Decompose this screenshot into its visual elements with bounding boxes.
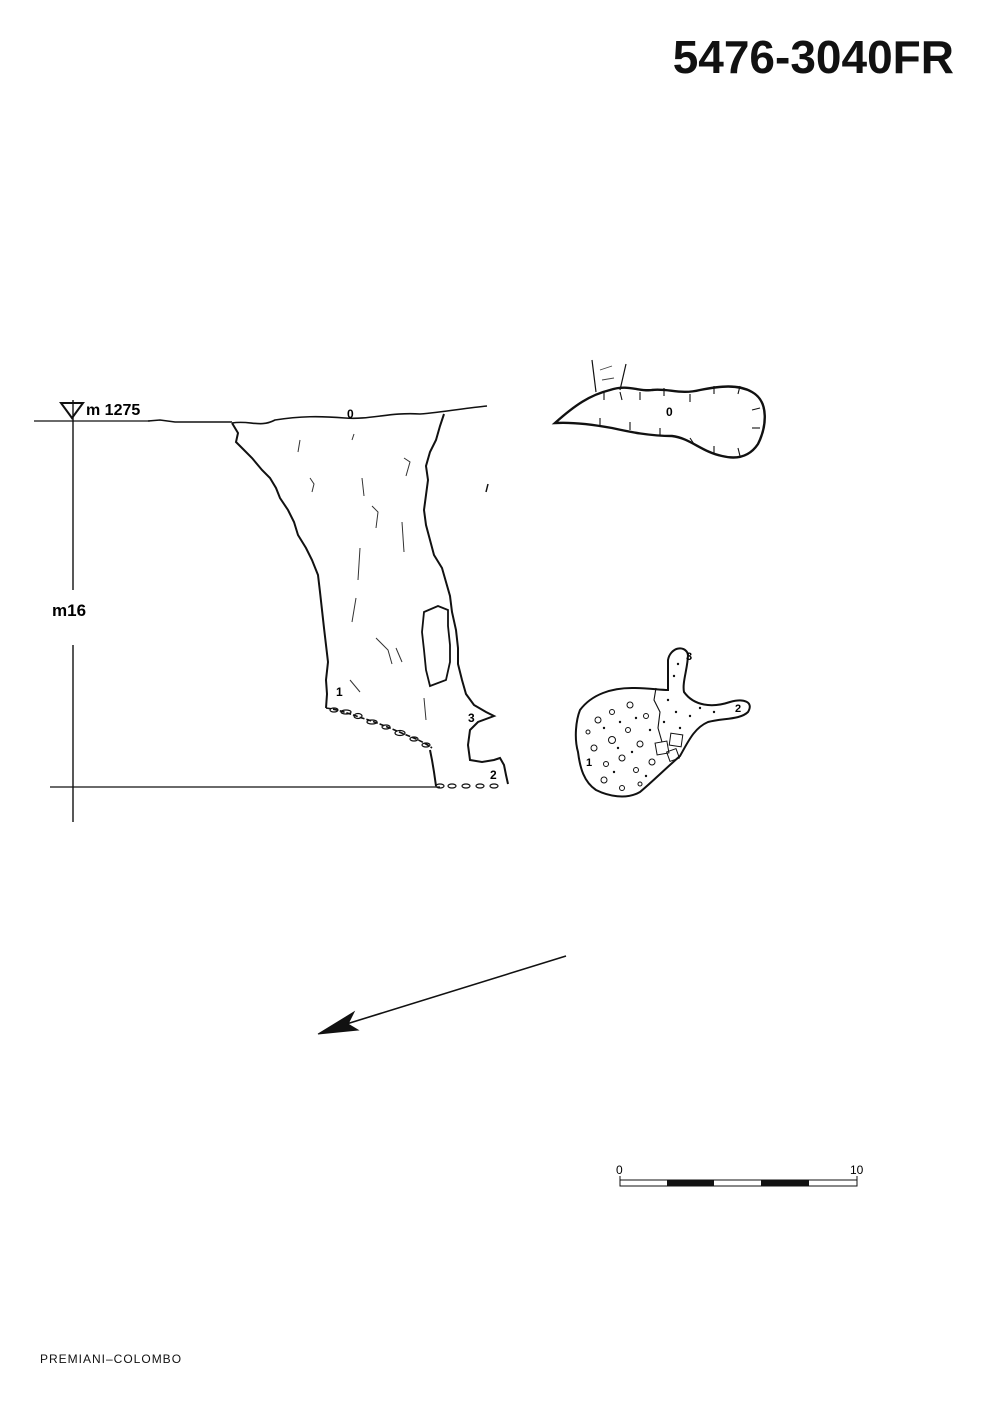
shaft-left-wall xyxy=(231,422,330,709)
plan-lower: 3 2 1 xyxy=(574,647,751,798)
section-station-0: 0 xyxy=(347,407,354,421)
debris-slope xyxy=(325,707,433,749)
shaft-lower-wall xyxy=(429,749,437,787)
ground-surface xyxy=(147,405,488,425)
plan-lower-station-3: 3 xyxy=(686,651,692,663)
cave-id-title: 5476-3040FR xyxy=(672,31,954,83)
elevation-label: m 1275 xyxy=(86,402,140,419)
plan-upper: 0 xyxy=(551,359,766,459)
wall-texture xyxy=(297,433,427,721)
cave-section: m 1275 m16 xyxy=(34,400,509,822)
plan-hachures xyxy=(599,385,761,457)
scale-start-label: 0 xyxy=(616,1163,623,1177)
plan-gully-texture xyxy=(599,365,615,381)
plan-gully xyxy=(591,359,627,393)
plan-lower-station-2: 2 xyxy=(735,703,741,715)
plan-chamber-outline xyxy=(574,647,751,798)
north-arrow-icon xyxy=(317,955,567,1035)
scale-bar: 0 10 xyxy=(616,1163,864,1187)
section-station-1: 1 xyxy=(336,685,343,699)
plan-entrance-outline xyxy=(551,385,766,459)
wall-window xyxy=(421,605,451,688)
plan-rubble xyxy=(585,701,656,791)
scale-end-label: 10 xyxy=(850,1163,864,1177)
authors-credit: PREMIANI–COLOMBO xyxy=(40,1352,183,1366)
depth-label: m16 xyxy=(52,601,86,620)
plan-lower-station-1: 1 xyxy=(586,757,592,769)
section-station-2: 2 xyxy=(490,768,497,782)
plan-divider xyxy=(653,687,663,743)
elevation-marker-icon xyxy=(59,402,85,420)
section-station-3: 3 xyxy=(468,711,475,725)
shaft-right-wall xyxy=(422,413,509,785)
debris-blocks xyxy=(329,707,499,789)
plan-fine-gravel xyxy=(602,662,716,778)
surface-mark xyxy=(485,483,489,493)
plan-upper-station-0: 0 xyxy=(666,405,673,419)
plan-blocks xyxy=(654,732,684,763)
